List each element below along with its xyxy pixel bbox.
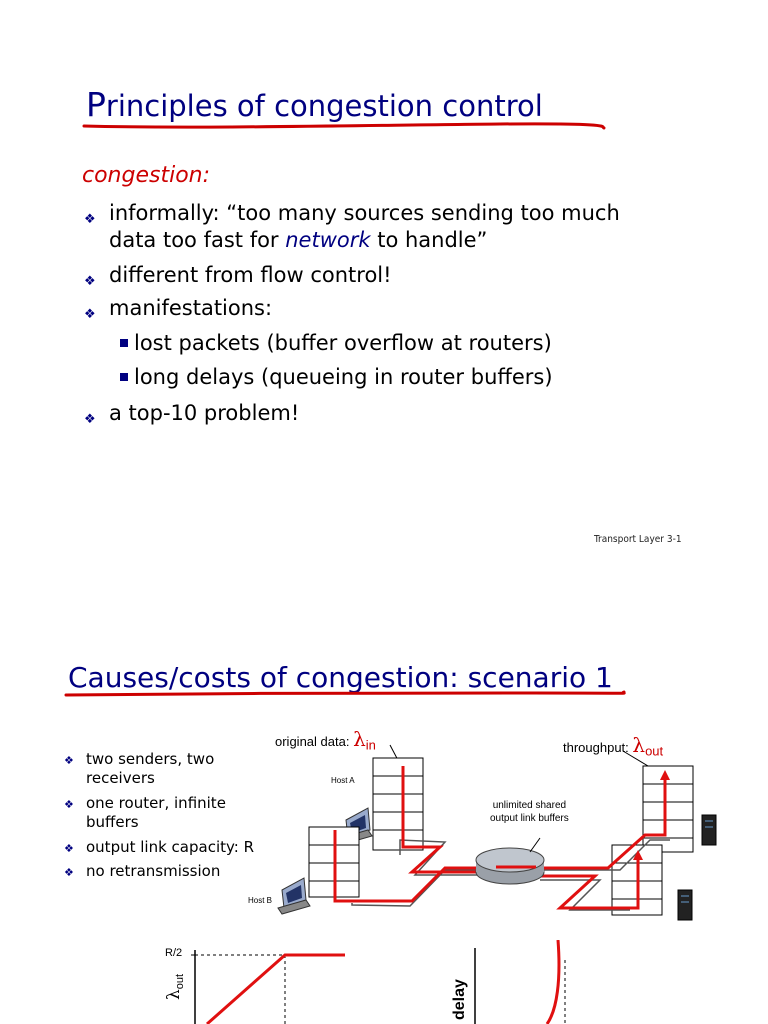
diamond-bullet-icon: ❖ bbox=[84, 307, 96, 322]
host-b-computer-icon bbox=[277, 877, 311, 915]
slide2-bullet-senders-line1: two senders, two bbox=[86, 750, 215, 768]
slide2-bullet-senders: ❖ two senders, two receivers bbox=[64, 750, 215, 788]
slide1-bullet-manifestations: ❖ manifestations: bbox=[84, 295, 273, 322]
slide1-bullet-informally-line2: data too fast for network to handle” bbox=[109, 227, 709, 254]
slide1-congestion-heading: congestion: bbox=[82, 163, 211, 188]
delay-graph-curve bbox=[545, 940, 561, 1024]
slide1-title: Principles of congestion control bbox=[86, 85, 543, 124]
slide1-title-rest: rinciples of congestion control bbox=[105, 89, 543, 123]
square-bullet-icon bbox=[120, 373, 128, 381]
lambda-in-subscript: in bbox=[365, 737, 376, 753]
slide2-bullet-router: ❖ one router, infinite buffers bbox=[64, 794, 226, 832]
slide1-title-first-letter: P bbox=[86, 85, 106, 124]
square-bullet-icon bbox=[120, 339, 128, 347]
receiver-bottom-arrowhead bbox=[633, 850, 643, 860]
slide1-bullet-top10-text: a top-10 problem! bbox=[109, 401, 300, 425]
buffers-label-line2: output link buffers bbox=[490, 813, 569, 824]
network-diagram bbox=[277, 744, 717, 921]
host-b-data-path bbox=[333, 830, 478, 903]
host-a-label: Host A bbox=[331, 776, 355, 785]
throughput-label: throughput: λout bbox=[563, 733, 663, 759]
original-data-label: original data: λin bbox=[275, 727, 376, 753]
lambda-out-symbol: λ bbox=[632, 733, 646, 757]
throughput-graph-curve bbox=[206, 953, 345, 1024]
diamond-bullet-icon: ❖ bbox=[64, 798, 74, 811]
diamond-bullet-icon: ❖ bbox=[64, 842, 74, 855]
slide1-subbullet-lost-packets: lost packets (buffer overflow at routers… bbox=[120, 330, 552, 357]
server-top-icon bbox=[701, 814, 717, 846]
slide2-bullet-retransmission: ❖ no retransmission bbox=[64, 862, 221, 881]
slide1-bullet-top10: ❖ a top-10 problem! bbox=[84, 400, 300, 427]
host-a-buffer-icon bbox=[372, 757, 424, 851]
slide1-bullet-flow-control-text: different from flow control! bbox=[109, 263, 392, 287]
slide1-subbullet-lost-packets-text: lost packets (buffer overflow at routers… bbox=[134, 331, 552, 355]
slide1-footer: Transport Layer 3-1 bbox=[594, 534, 682, 545]
slide1-title-underline bbox=[82, 122, 606, 130]
receiver-top-data-path bbox=[540, 776, 667, 870]
receiver-top-buffer-icon bbox=[642, 765, 694, 853]
receiver-bottom-data-path bbox=[540, 856, 640, 910]
lambda-out-subscript: out bbox=[645, 743, 664, 759]
slide2-bullet-router-line2: buffers bbox=[86, 813, 139, 831]
slide2-bullet-capacity-text: output link capacity: R bbox=[86, 838, 255, 856]
slide1-network-word: network bbox=[285, 228, 371, 252]
slide1-bullet-informally-post: to handle” bbox=[370, 228, 488, 252]
slide2-title-underline bbox=[64, 690, 626, 697]
slide2-bullet-router-line1: one router, infinite bbox=[86, 794, 226, 812]
slide1-bullet-flow-control: ❖ different from flow control! bbox=[84, 262, 392, 289]
slide1-bullet-manifestations-text: manifestations: bbox=[109, 296, 273, 320]
buffers-pointer-line bbox=[529, 837, 541, 853]
buffers-label-line1: unlimited shared bbox=[492, 800, 567, 811]
receiver-top-arrowhead bbox=[660, 770, 670, 780]
slide1-bullet-informally-line1: informally: “too many sources sending to… bbox=[109, 201, 620, 225]
router-icon bbox=[475, 847, 545, 885]
diamond-bullet-icon: ❖ bbox=[64, 866, 74, 879]
diamond-bullet-icon: ❖ bbox=[84, 212, 96, 227]
buffers-label: unlimited shared output link buffers bbox=[490, 799, 569, 825]
slide2-bullet-capacity: ❖ output link capacity: R bbox=[64, 838, 255, 857]
diamond-bullet-icon: ❖ bbox=[84, 412, 96, 427]
lambda-in-symbol: λ bbox=[353, 727, 366, 751]
host-a-data-path bbox=[401, 766, 478, 874]
graph-r2-tick-label: R/2 bbox=[165, 947, 183, 959]
bottom-graphs bbox=[191, 940, 566, 1024]
slide1-bullet-informally-pre: data too fast for bbox=[109, 228, 286, 252]
slide1-subbullet-long-delays: long delays (queueing in router buffers) bbox=[120, 364, 553, 391]
slide2-title: Causes/costs of congestion: scenario 1 bbox=[68, 661, 613, 694]
graph-y-axis-label: λout bbox=[164, 974, 186, 1000]
slide2-bullet-retransmission-text: no retransmission bbox=[86, 862, 221, 880]
slide1-bullet-informally: ❖ informally: “too many sources sending … bbox=[84, 200, 709, 254]
slide1-subbullet-long-delays-text: long delays (queueing in router buffers) bbox=[134, 365, 553, 389]
throughput-text: throughput: bbox=[563, 740, 633, 755]
diamond-bullet-icon: ❖ bbox=[84, 274, 96, 289]
slide2-bullet-senders-line2: receivers bbox=[86, 769, 155, 787]
host-b-label: Host B bbox=[248, 896, 273, 905]
diamond-bullet-icon: ❖ bbox=[64, 754, 74, 767]
graph-y-lambda: λ bbox=[164, 989, 184, 1000]
server-bottom-icon bbox=[677, 889, 693, 921]
link-gray-outline-right bbox=[540, 839, 670, 911]
original-data-text: original data: bbox=[275, 734, 354, 749]
